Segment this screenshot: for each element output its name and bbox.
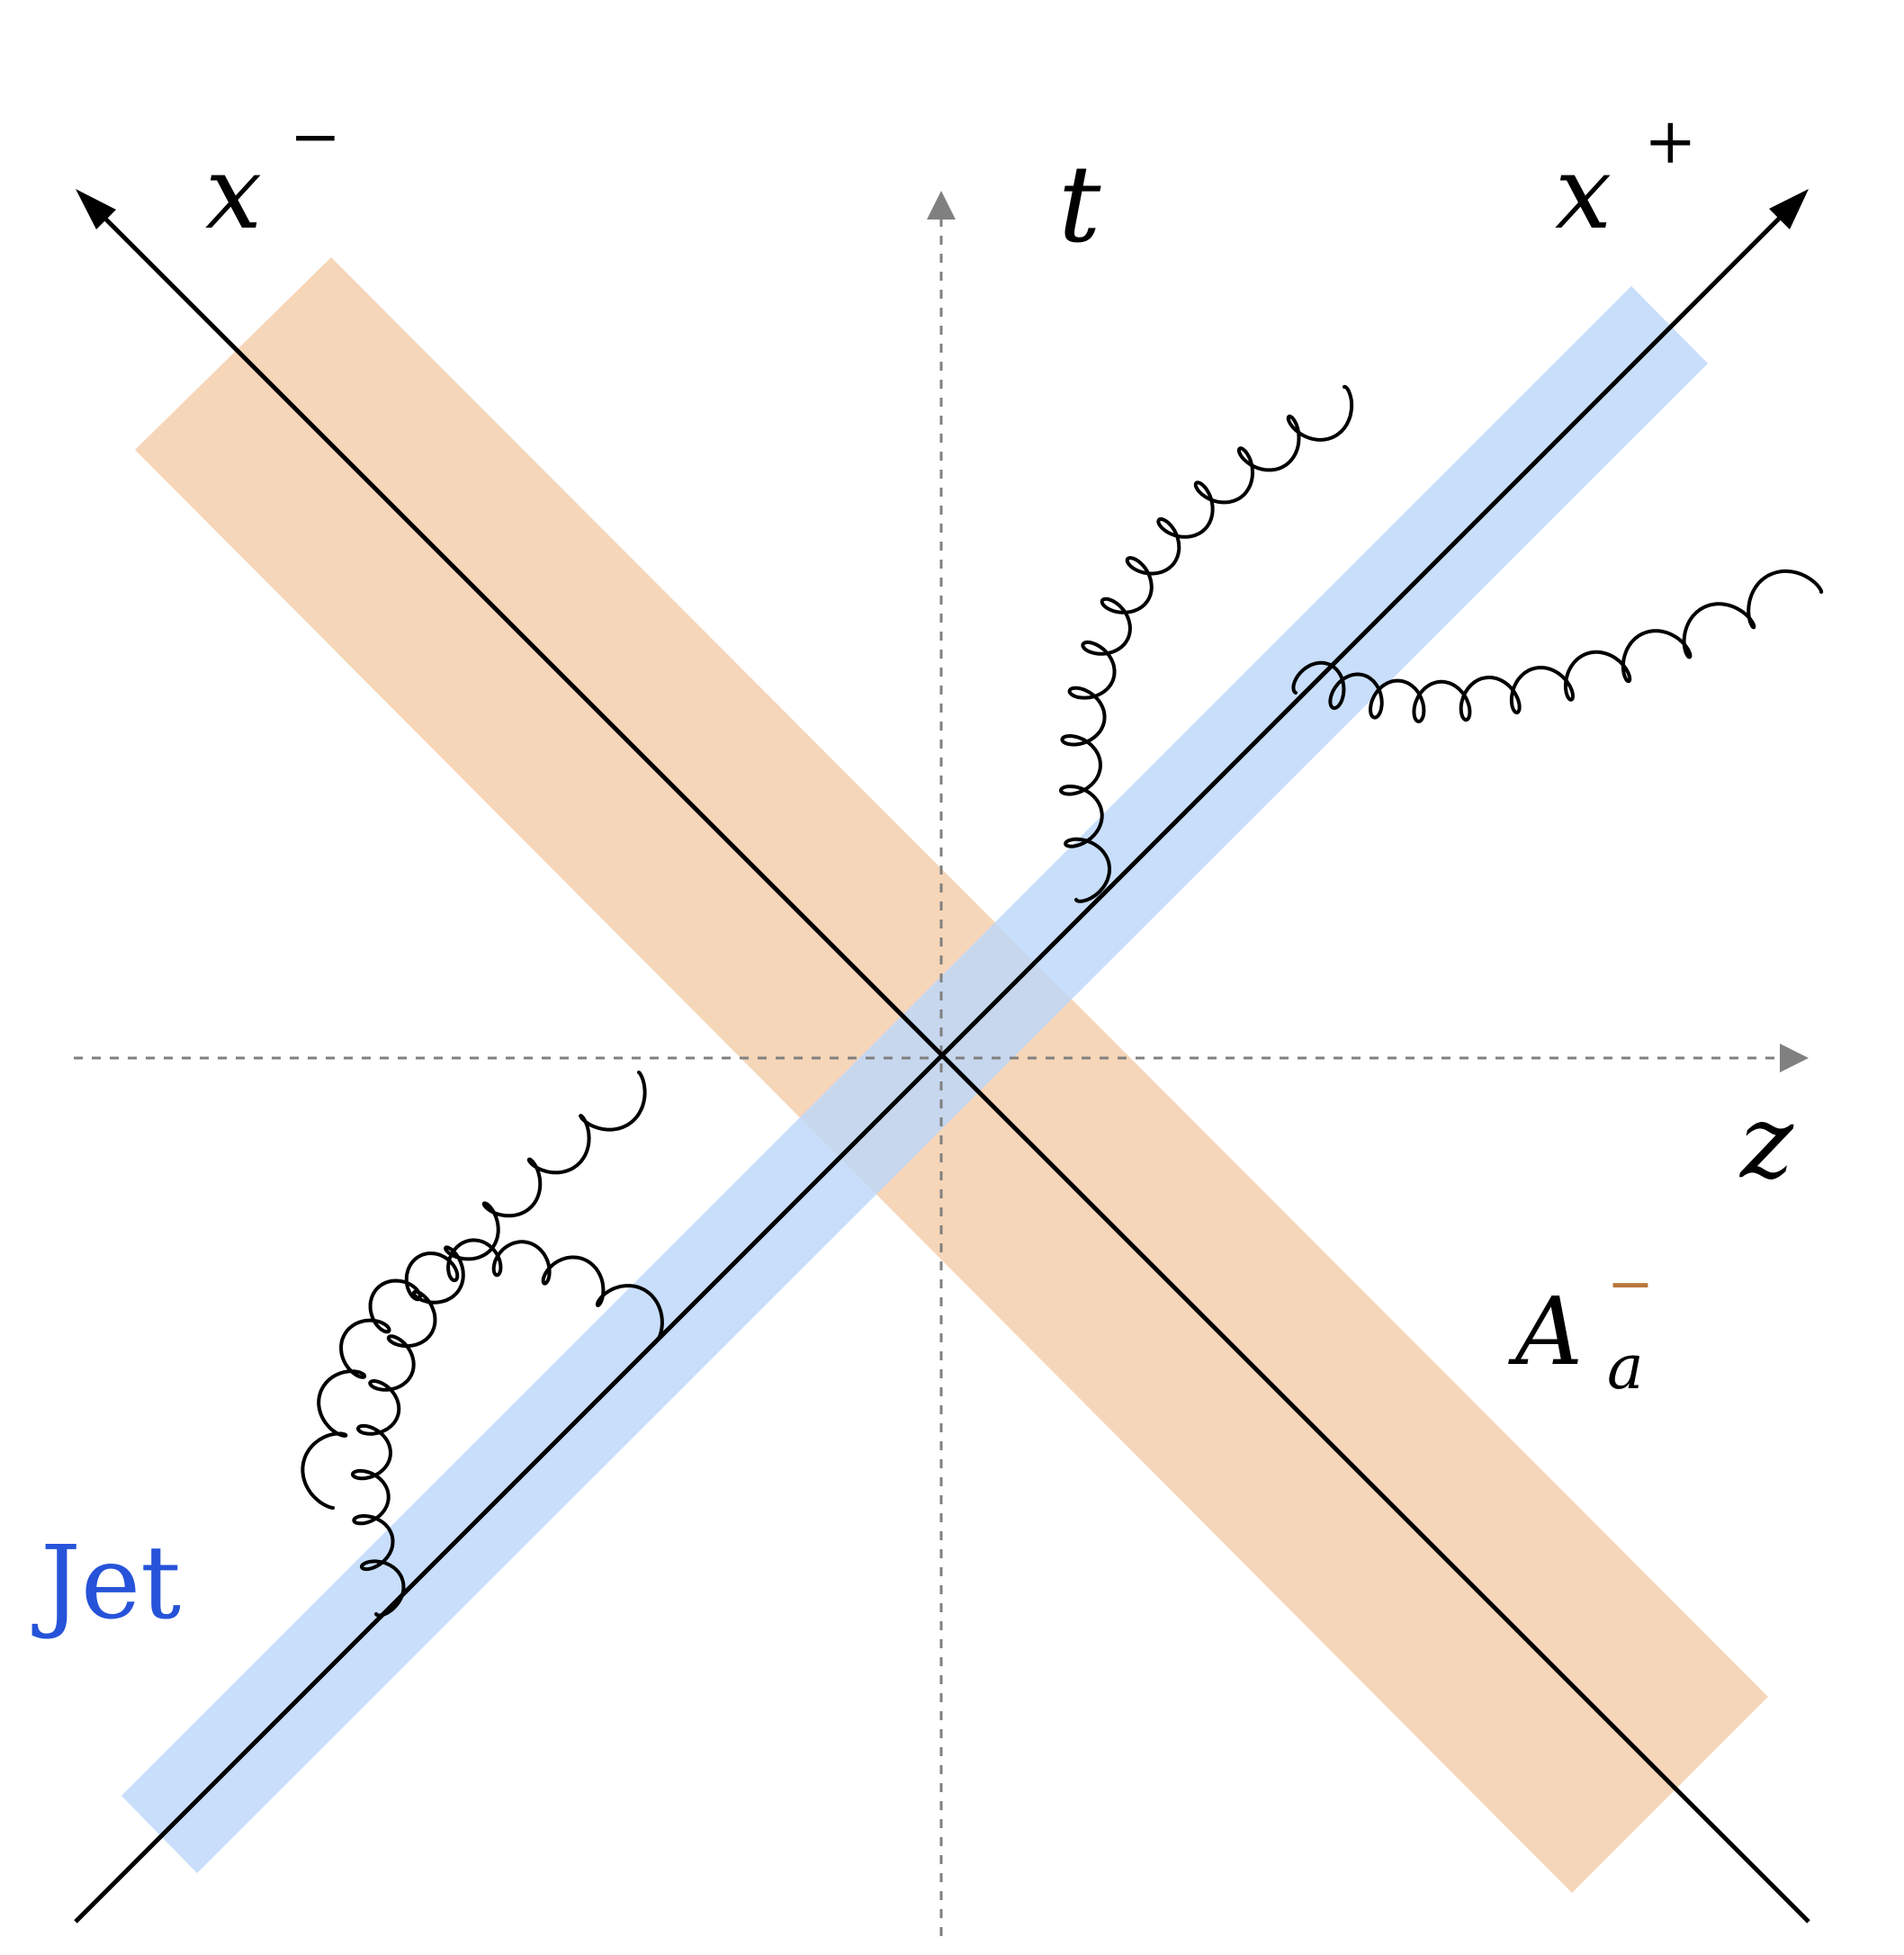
field-label: A a −: [1508, 1251, 1654, 1403]
svg-text:x: x: [1555, 135, 1612, 252]
t-axis-arrowhead: [927, 191, 956, 220]
svg-text:z: z: [1738, 1084, 1794, 1201]
svg-text:−: −: [1607, 1251, 1654, 1316]
gluon-lower-1: [351, 1071, 647, 1618]
x-plus-arrowhead: [1769, 189, 1809, 229]
gluon-upper-2: [1291, 569, 1824, 723]
svg-text:x: x: [205, 135, 262, 252]
z-label: z: [1738, 1084, 1794, 1201]
x-minus-label: x −: [205, 102, 341, 252]
svg-text:+: +: [1644, 104, 1697, 178]
svg-text:A: A: [1508, 1277, 1583, 1386]
z-axis-arrowhead: [1780, 1044, 1809, 1072]
svg-text:t: t: [1058, 142, 1101, 266]
x-minus-axis: [97, 211, 1810, 1924]
x-minus-arrowhead: [76, 189, 116, 229]
svg-text:Jet: Jet: [31, 1525, 181, 1642]
x-plus-axis: [74, 210, 1788, 1924]
x-plus-label: x +: [1555, 104, 1697, 252]
gluon-upper-1: [1058, 384, 1354, 903]
svg-text:a: a: [1607, 1332, 1644, 1403]
jet-label: Jet: [31, 1525, 181, 1642]
svg-text:−: −: [290, 102, 341, 173]
gluon-lower-2: [301, 1238, 664, 1510]
t-label: t: [1058, 142, 1101, 266]
